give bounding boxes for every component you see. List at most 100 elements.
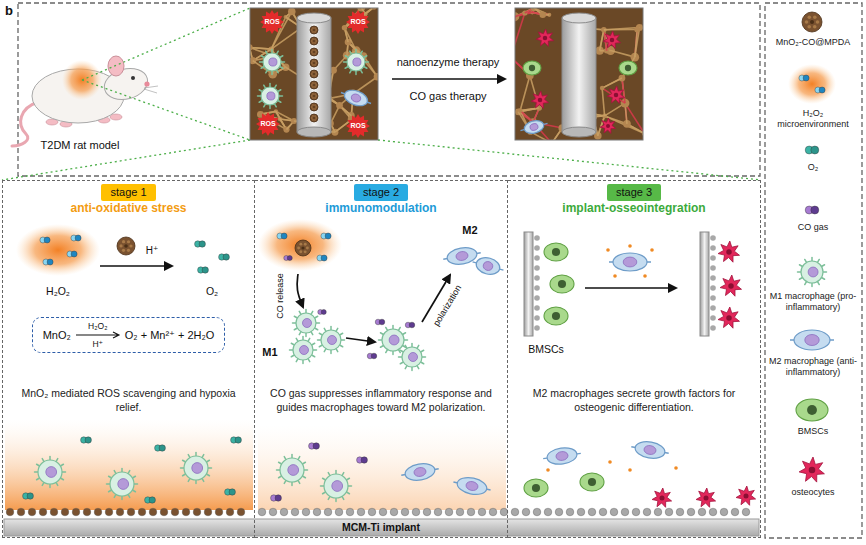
h2o2-molecule [71,235,81,241]
m2-macrophage [630,439,670,461]
m2-macrophage [519,118,549,137]
coating-particles [258,508,508,516]
stage-heading: anti-oxidative stress [7,201,250,217]
legend-icons [788,12,836,482]
mno2-nanoparticle [310,48,318,56]
osteocyte-cell [652,488,672,507]
legend-label: M1 macrophage (pro-inflammatory) [767,291,859,313]
m1-macrophage [258,84,283,109]
ros-label: ROS [350,122,365,130]
osteocyte-cell [536,29,554,46]
h2o2-molecule [799,75,809,81]
osteocyte-cell [531,91,549,108]
osteocyte-cell [607,86,625,103]
m1-macrophage [107,469,138,500]
o2-molecule [231,437,242,443]
stage-description: MnO₂ mediated ROS scavenging and hypoxia… [15,387,242,414]
panel-letter: b [5,4,13,18]
co-molecule [405,322,415,328]
bmsc-cell [550,275,574,293]
coating-particles [6,508,245,516]
stage-panel: anti-oxidative stressMnO₂ mediated ROS s… [2,180,255,538]
stage-number: stage 2 [363,186,399,198]
m1-macrophage [260,50,285,75]
stage-badge: stage 3 [607,184,661,201]
stage2-illustration [258,219,506,510]
o2-molecule [81,437,92,443]
process-arrow [346,338,375,342]
co-molecule [367,353,377,359]
m1-macrophage [290,337,317,364]
m1-macrophage [318,327,345,354]
rat-illustration [12,56,158,146]
m1-macrophage [399,344,426,371]
mno2-nanoparticle [310,114,318,122]
bmsc-cell [524,479,548,497]
model-label: T2DM rat model [41,139,120,151]
mno2-nanoparticle [295,240,311,256]
stage-number: stage 3 [616,186,652,198]
reaction-arrow-group: H₂O₂H⁺ [75,321,121,349]
zoom-panel [246,4,381,140]
condition: H⁺ [92,339,103,349]
legend-frame [765,3,862,538]
mno2-nanoparticle [310,59,318,67]
cell-label: BMSCs [528,344,564,356]
m2-macrophage [609,253,651,271]
zoom-line [82,8,250,80]
o2-molecule [145,497,156,503]
h2o2-molecule [40,237,50,243]
legend-label: CO gas [767,222,859,233]
h2o2-molecule [67,251,77,257]
co-molecule [271,495,282,501]
cell-label: M1 [262,346,277,358]
m2-macrophage [339,86,374,110]
mno2-nanoparticle [802,12,822,32]
osteocyte-cell [603,31,621,48]
legend-label: M2 macrophage (anti-inflammatory) [767,356,859,378]
osteocyte-cell [736,486,756,505]
process-arrow [100,266,172,267]
zoom-line [378,140,761,180]
o2-molecule [23,493,34,499]
zoom-line [82,80,250,140]
mno2-nanoparticle [310,103,318,111]
reaction-arrow [75,331,121,339]
m1-macrophage [293,310,320,337]
overview-frame [18,3,760,176]
stage-badge: stage 2 [354,184,408,201]
m1-macrophage [798,258,827,287]
m2-macrophage [542,445,582,466]
products: O₂ + Mn²⁺ + 2H₂O [125,329,215,342]
zoom-panel [506,5,647,147]
osteocyte-cell [720,275,741,296]
o2-molecule [225,489,236,495]
m1-macrophage [379,326,408,355]
co-molecule [357,457,368,463]
ros-burst [256,112,280,136]
implant-label: MCM-Ti implant [342,522,420,534]
legend-label: MnO₂-CO@MPDA [767,37,859,48]
molecule-label: O₂ [206,286,218,298]
co-molecule [309,443,320,449]
h2o2-molecule [815,87,825,93]
ros-label: ROS [264,18,279,26]
o2-molecule [805,146,819,154]
ros-label: ROS [350,18,365,26]
reactant: MnO₂ [43,329,71,341]
m2-macrophage [790,330,834,350]
implant-cylinder [562,13,596,137]
reaction-equation: MnO₂ H₂O₂H⁺ O₂ + Mn²⁺ + 2H₂O [32,317,226,353]
process-arrow [392,79,505,80]
mno2-nanoparticle [310,92,318,100]
mno2-nanoparticle [117,237,135,255]
m1-macrophage [35,457,66,488]
co-molecule [375,319,385,325]
osteocyte-cell [696,488,716,507]
m1-macrophage [321,471,352,502]
bmsc-cell [544,243,568,261]
h2o2-molecule [321,233,331,239]
implant-bar [4,519,759,536]
m2-macrophage [452,474,492,498]
